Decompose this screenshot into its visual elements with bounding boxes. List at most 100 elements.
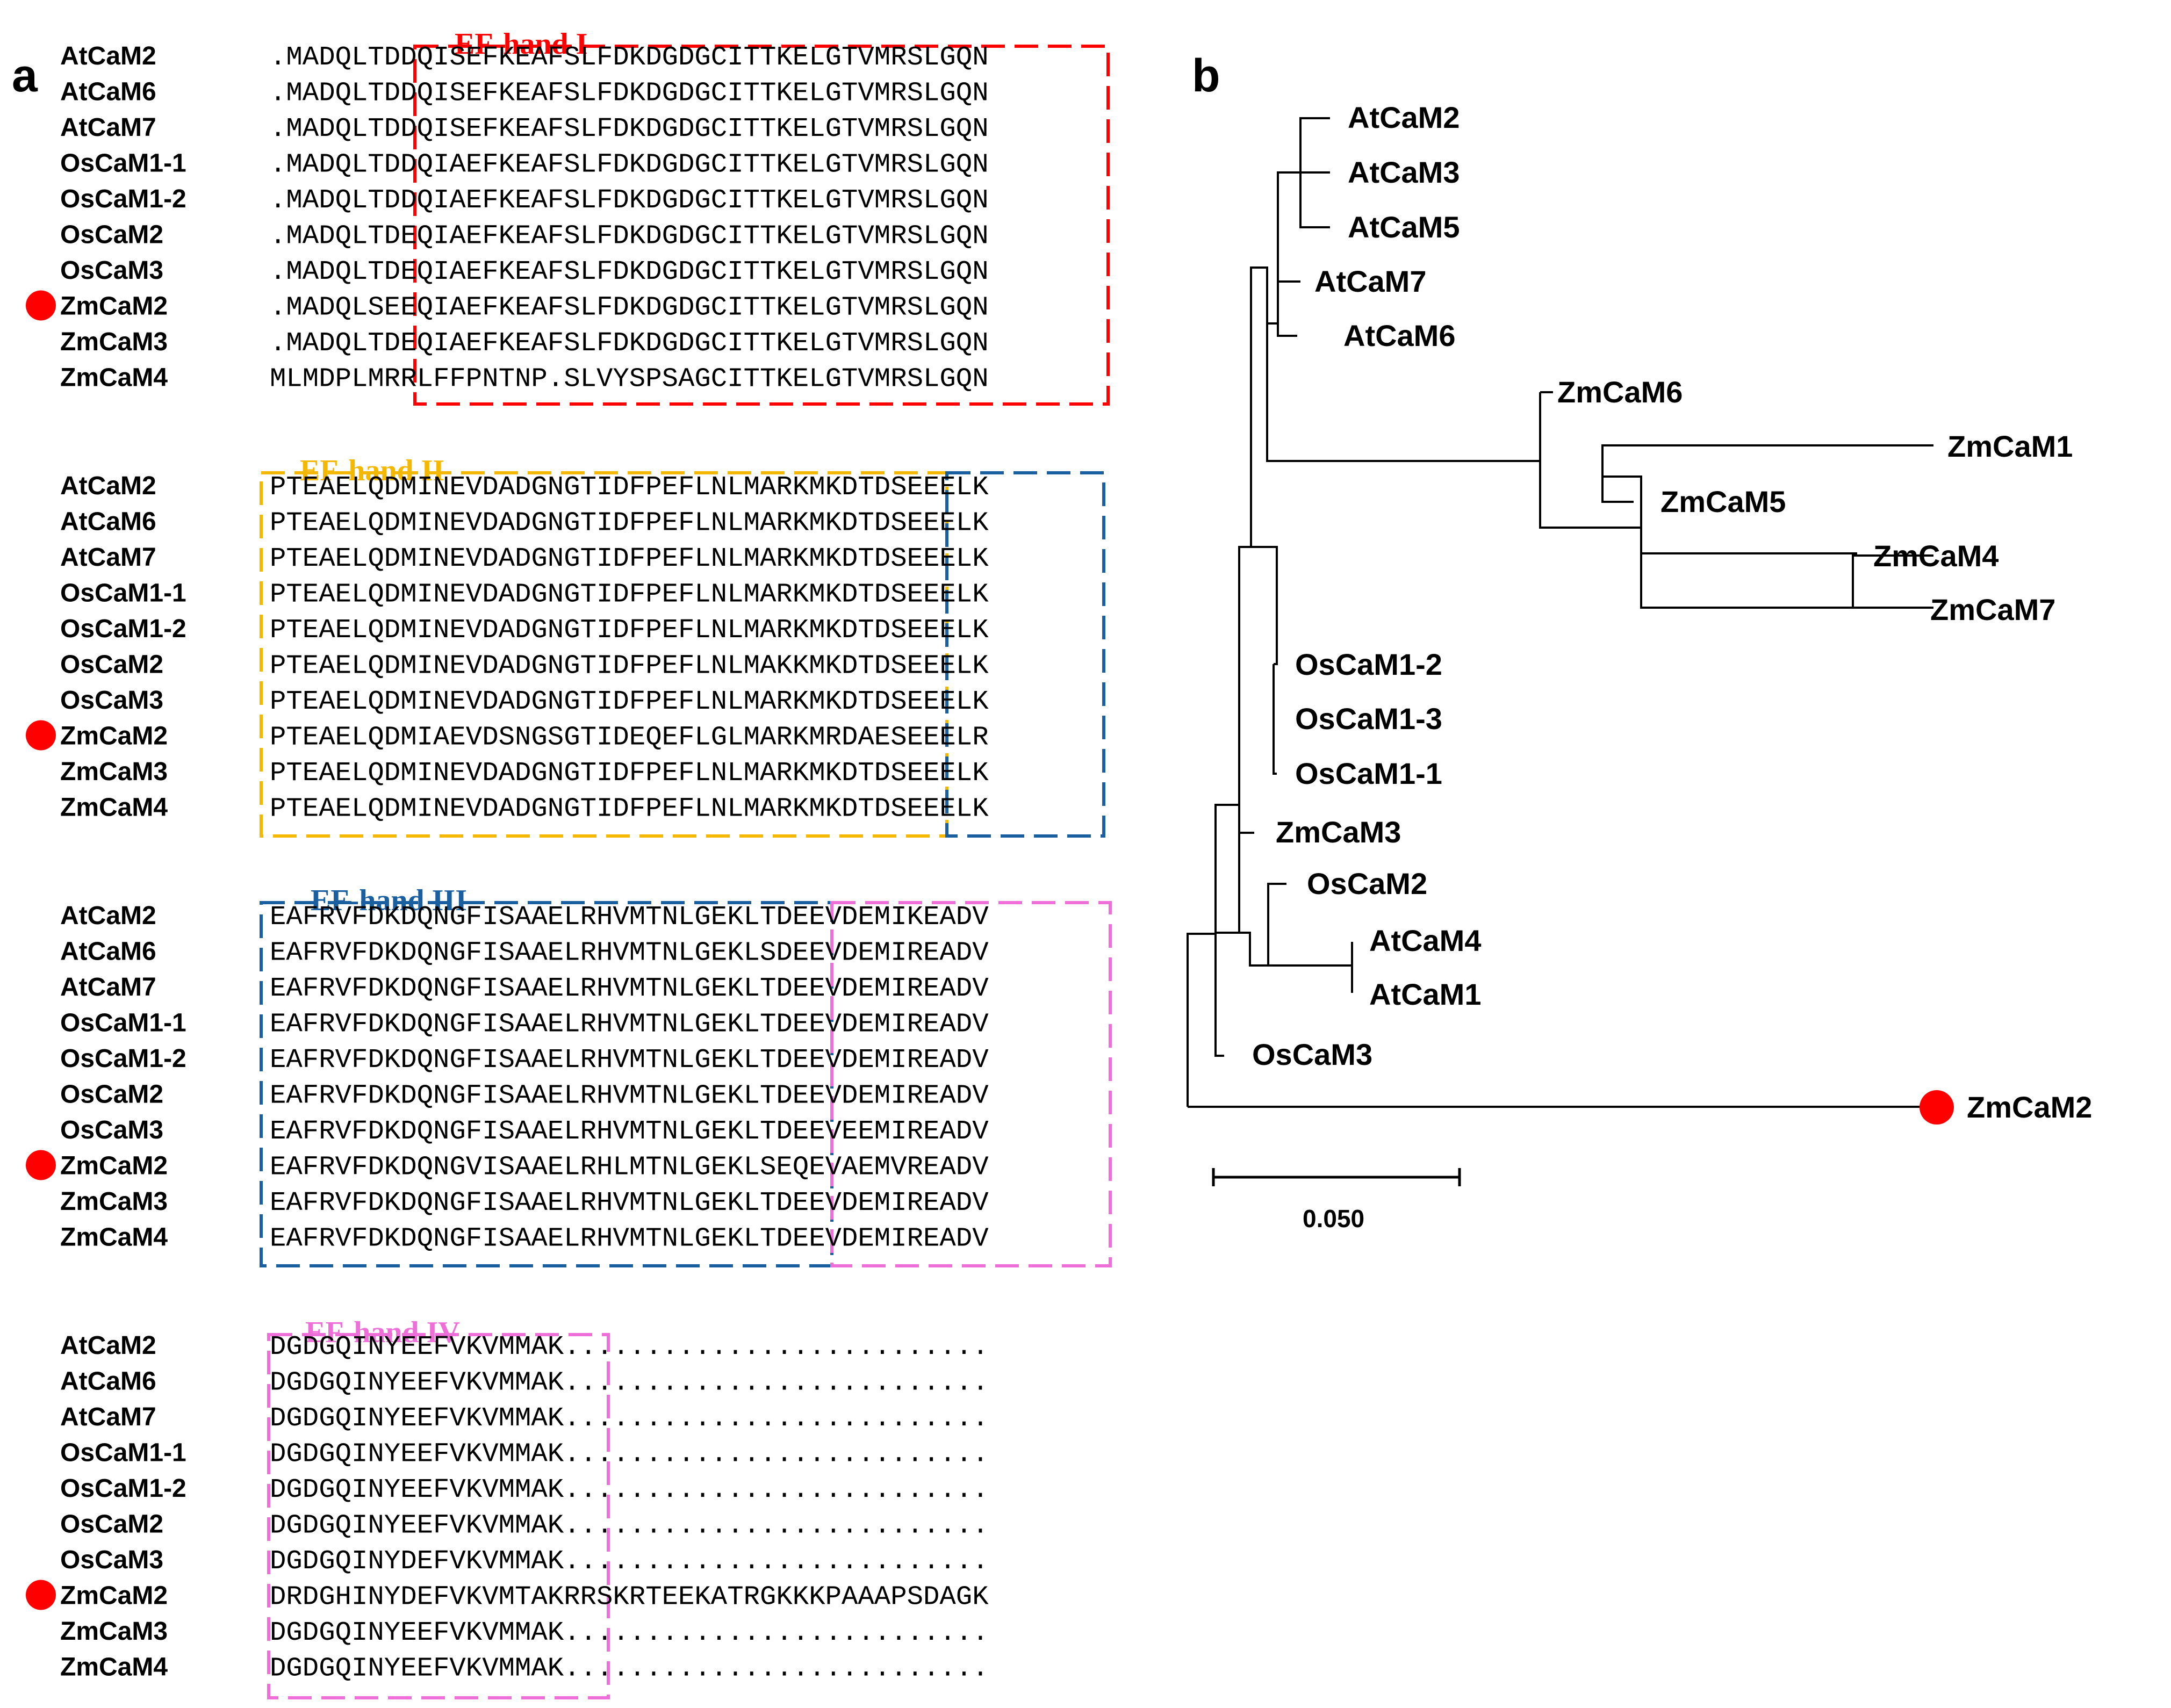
sequence-name: OsCaM3 [60, 686, 163, 715]
tree-leaf-atcam5: AtCaM5 [1348, 210, 1460, 244]
ef-hand-title: EF-hand IV [305, 1316, 460, 1349]
tree-leaf-oscam2: OsCaM2 [1307, 867, 1427, 900]
sequence-residues: PTEAELQDMINEVDADGNGTIDFPEFLNLMAKKMKDTDSE… [270, 651, 989, 682]
tree-leaf-oscam1-1: OsCaM1-1 [1295, 756, 1442, 790]
sequence-name: ZmCaM3 [60, 1617, 168, 1646]
sequence-residues: PTEAELQDMINEVDADGNGTIDFPEFLNLMARKMKDTDSE… [270, 544, 989, 574]
tree-leaf-oscam3: OsCaM3 [1252, 1037, 1372, 1071]
ef-hand-box [260, 471, 948, 838]
sequence-residues: .MADQLTDDQIAEFKEAFSLFDKDGDGCITTKELGTVMRS… [270, 150, 989, 181]
sequence-residues: PTEAELQDMIAEVDSNGSGTIDEQEFLGLMARKMRDAESE… [270, 723, 989, 753]
ef-hand-box [945, 471, 1105, 838]
sequence-residues: DGDGQINYEEFVKVMMAK......................… [270, 1332, 989, 1363]
ef-hand-box [267, 1333, 610, 1699]
sequence-residues: PTEAELQDMINEVDADGNGTIDFPEFLNLMARKMKDTDSE… [270, 794, 989, 825]
sequence-residues: EAFRVFDKDQNGFISAAELRHVMTNLGEKLTDEEVDEMIK… [270, 902, 989, 933]
sequence-name: AtCaM2 [60, 1331, 156, 1360]
sequence-residues: MLMDPLMRRLFFPNTNP.SLVYSPSAGCITTKELGTVMRS… [270, 364, 989, 395]
sequence-residues: DRDGHINYDEFVKVMTAKRRSKRTEEKATRGKKKPAAAPS… [270, 1582, 989, 1613]
sequence-name: AtCaM7 [60, 543, 156, 572]
sequence-name: AtCaM6 [60, 78, 156, 106]
sequence-name: AtCaM2 [60, 472, 156, 500]
sequence-residues: EAFRVFDKDQNGFISAAELRHVMTNLGEKLSDEEVDEMIR… [270, 938, 989, 969]
sequence-residues: EAFRVFDKDQNGFISAAELRHVMTNLGEKLTDEEVDEMIR… [270, 974, 989, 1004]
ef-hand-title: EF-hand III [311, 884, 467, 917]
sequence-residues: PTEAELQDMINEVDADGNGTIDFPEFLNLMARKMKDTDSE… [270, 615, 989, 646]
sequence-name: AtCaM6 [60, 938, 156, 966]
tree-leaf-zmcam7: ZmCaM7 [1930, 593, 2055, 626]
highlight-marker-zmcam2 [1920, 1090, 1954, 1125]
panel-a-label: a [12, 50, 38, 102]
sequence-residues: PTEAELQDMINEVDADGNGTIDFPEFLNLMARKMKDTDSE… [270, 508, 989, 539]
sequence-name: OsCaM1-2 [60, 1474, 186, 1503]
sequence-residues: EAFRVFDKDQNGFISAAELRHVMTNLGEKLTDEEVDEMIR… [270, 1010, 989, 1040]
sequence-name: AtCaM6 [60, 1367, 156, 1396]
sequence-residues: .MADQLTDDQISEFKEAFSLFDKDGDGCITTKELGTVMRS… [270, 42, 989, 73]
sequence-name: OsCaM1-1 [60, 1009, 186, 1037]
tree-leaf-zmcam6: ZmCaM6 [1557, 375, 1683, 409]
tree-leaf-atcam1: AtCaM1 [1369, 977, 1481, 1011]
tree-leaf-zmcam2: ZmCaM2 [1967, 1090, 2092, 1124]
alignment-block-1: EF-hand I AtCaM2 .MADQLTDDQISEFKEAFSLFDKDG… [26, 27, 1110, 406]
ef-hand-box [413, 45, 1110, 406]
sequence-alignment: EF-hand I AtCaM2 .MADQLTDDQISEFKEAFSLFDKDG… [26, 27, 1112, 1699]
sequence-name: AtCaM7 [60, 113, 156, 142]
sequence-name: ZmCaM4 [60, 794, 168, 822]
ef-hand-title: EF-hand I [455, 27, 587, 61]
sequence-name: ZmCaM4 [60, 364, 168, 392]
scale-bar-label: 0.050 [1303, 1205, 1364, 1233]
sequence-residues: DGDGQINYDEFVKVMMAK......................… [270, 1546, 989, 1577]
sequence-residues: DGDGQINYEEFVKVMMAK......................… [270, 1439, 989, 1470]
sequence-name: OsCaM1-2 [60, 615, 186, 643]
ef-hand-box [830, 901, 1112, 1267]
sequence-residues: EAFRVFDKDQNGFISAAELRHVMTNLGEKLTDEEVEEMIR… [270, 1116, 989, 1147]
sequence-name: ZmCaM3 [60, 328, 168, 356]
sequence-residues: DGDGQINYEEFVKVMMAK......................… [270, 1475, 989, 1505]
sequence-residues: PTEAELQDMINEVDADGNGTIDFPEFLNLMARKMKDTDSE… [270, 687, 989, 717]
sequence-name: OsCaM1-2 [60, 1044, 186, 1073]
sequence-name: OsCaM2 [60, 221, 163, 249]
sequence-residues: EAFRVFDKDQNGVISAAELRHLMTNLGEKLSEQEVAEMVR… [270, 1152, 989, 1183]
sequence-residues: EAFRVFDKDQNGFISAAELRHVMTNLGEKLTDEEVDEMIR… [270, 1045, 989, 1076]
sequence-name: ZmCaM3 [60, 1187, 168, 1216]
sequence-residues: .MADQLTDDQIAEFKEAFSLFDKDGDGCITTKELGTVMRS… [270, 185, 989, 216]
sequence-name: OsCaM3 [60, 1116, 163, 1144]
sequence-name: AtCaM7 [60, 1403, 156, 1431]
sequence-name: ZmCaM2 [60, 1582, 168, 1610]
sequence-name: AtCaM6 [60, 508, 156, 536]
tree-leaf-atcam7: AtCaM7 [1314, 264, 1426, 298]
sequence-residues: EAFRVFDKDQNGFISAAELRHVMTNLGEKLTDEEVDEMIR… [270, 1188, 989, 1219]
sequence-residues: .MADQLTDDQISEFKEAFSLFDKDGDGCITTKELGTVMRS… [270, 114, 989, 145]
sequence-name: AtCaM2 [60, 42, 156, 70]
sequence-name: ZmCaM2 [60, 722, 168, 751]
sequence-name: OsCaM1-1 [60, 1439, 186, 1467]
sequence-residues: .MADQLTDEQIAEFKEAFSLFDKDGDGCITTKELGTVMRS… [270, 221, 989, 252]
sequence-residues: .MADQLTDDQISEFKEAFSLFDKDGDGCITTKELGTVMRS… [270, 78, 989, 109]
sequence-name: OsCaM3 [60, 256, 163, 285]
tree-leaf-atcam3: AtCaM3 [1348, 155, 1460, 189]
sequence-name: OsCaM1-1 [60, 579, 186, 608]
highlight-marker [26, 290, 56, 321]
sequence-name: OsCaM2 [60, 1080, 163, 1109]
sequence-residues: DGDGQINYEEFVKVMMAK......................… [270, 1403, 989, 1434]
sequence-residues: DGDGQINYEEFVKVMMAK......................… [270, 1368, 989, 1399]
sequence-residues: PTEAELQDMINEVDADGNGTIDFPEFLNLMARKMKDTDSE… [270, 758, 989, 789]
sequence-residues: DGDGQINYEEFVKVMMAK......................… [270, 1511, 989, 1541]
tree-leaf-atcam2: AtCaM2 [1348, 100, 1460, 134]
sequence-name: ZmCaM4 [60, 1223, 168, 1252]
sequence-name: AtCaM2 [60, 902, 156, 930]
sequence-residues: EAFRVFDKDQNGFISAAELRHVMTNLGEKLTDEEVDEMIR… [270, 1081, 989, 1112]
tree-leaf-zmcam4: ZmCaM4 [1873, 539, 1999, 573]
sequence-name: AtCaM7 [60, 973, 156, 1001]
tree-branches [1187, 117, 1933, 1108]
tree-leaf-oscam1-2: OsCaM1-2 [1295, 647, 1442, 681]
sequence-name: ZmCaM4 [60, 1653, 168, 1682]
highlight-marker [26, 720, 56, 751]
sequence-name: OsCaM2 [60, 651, 163, 679]
highlight-marker [26, 1580, 56, 1610]
sequence-residues: PTEAELQDMINEVDADGNGTIDFPEFLNLMARKMKDTDSE… [270, 472, 989, 503]
sequence-residues: .MADQLSEEQIAEFKEAFSLFDKDGDGCITTKELGTVMRS… [270, 293, 989, 323]
